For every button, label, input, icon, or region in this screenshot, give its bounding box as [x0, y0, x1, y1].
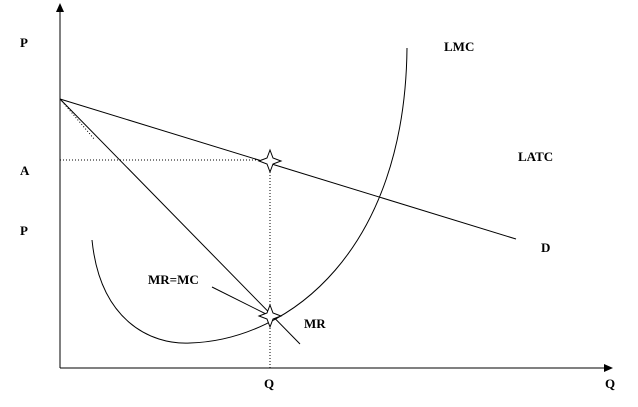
lmc-curve: [91, 47, 408, 344]
star-marker-upper: [257, 148, 283, 174]
demand-line: [59, 98, 517, 240]
x-tick-q: Q: [264, 376, 275, 391]
y-axis-arrow: [56, 3, 64, 12]
x-axis-label: Q: [605, 376, 616, 391]
mr-mc-leader: [211, 286, 271, 317]
mr-line: [59, 98, 301, 345]
lmc-label: LMC: [444, 39, 475, 54]
y-tick-p: P: [20, 223, 28, 238]
y-tick-a: A: [20, 163, 30, 178]
demand-label: D: [541, 240, 551, 255]
x-axis-arrow: [604, 364, 613, 372]
mr-label: MR: [304, 316, 326, 331]
mr-mc-label: MR=MC: [148, 272, 199, 287]
dotted-guide-diagonal: [59, 98, 96, 141]
star-marker-lower: [257, 303, 283, 329]
latc-label: LATC: [518, 149, 554, 164]
y-axis-label: P: [20, 35, 28, 50]
